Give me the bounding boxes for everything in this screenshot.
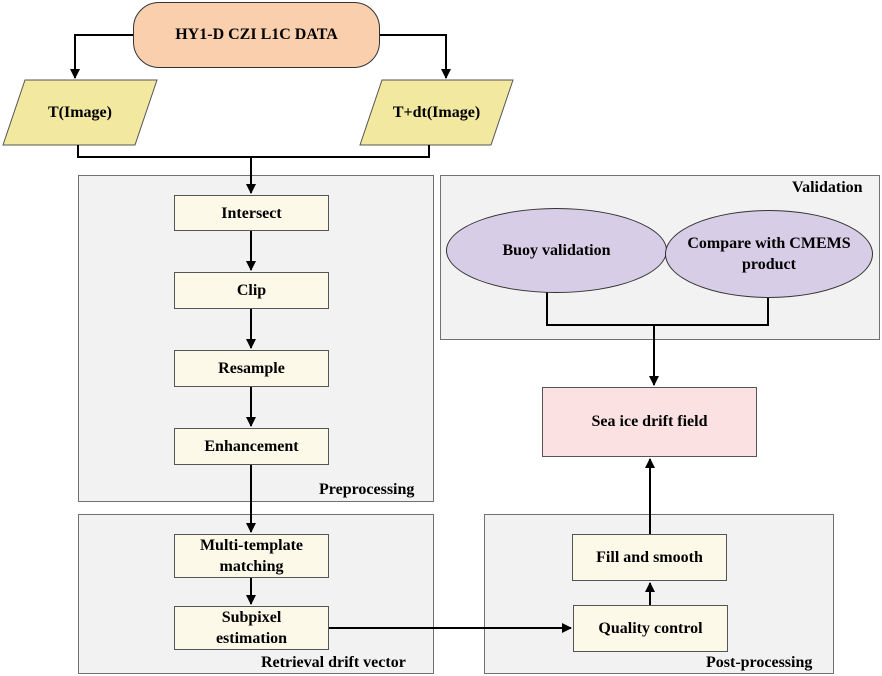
- step-subpixel-estimation: Subpixel estimation: [174, 606, 329, 650]
- step-subpixel-label: Subpixel estimation: [215, 609, 288, 647]
- step-clip: Clip: [174, 272, 329, 309]
- step-fill-and-smooth: Fill and smooth: [572, 534, 727, 581]
- step-resample-label: Resample: [218, 360, 285, 377]
- step-quality-control: Quality control: [573, 605, 728, 652]
- step-intersect: Intersect: [174, 195, 329, 231]
- step-resample: Resample: [174, 350, 329, 387]
- start-node-label: HY1-D CZI L1C DATA: [175, 26, 338, 43]
- postprocessing-title: Post-processing: [706, 654, 813, 671]
- input-right-shape: [359, 79, 514, 146]
- step-quality-label: Quality control: [598, 620, 703, 637]
- input-left-shape: [2, 79, 158, 146]
- preprocessing-title: Preprocessing: [319, 481, 415, 498]
- start-node: HY1-D CZI L1C DATA: [133, 2, 380, 68]
- step-multi-template-matching: Multi-template matching: [174, 534, 329, 578]
- buoy-validation-label: Buoy validation: [502, 242, 611, 259]
- step-fill-label: Fill and smooth: [596, 549, 703, 566]
- input-right-label: T+dt(Image): [392, 103, 481, 121]
- sea-ice-drift-field: Sea ice drift field: [542, 387, 757, 457]
- step-enhancement: Enhancement: [174, 428, 329, 465]
- validation-merge-line: [546, 292, 769, 326]
- result-label: Sea ice drift field: [591, 413, 708, 430]
- compare-cmems-label: Compare with CMEMS product: [687, 235, 851, 273]
- start-to-left-arrow: [70, 34, 136, 79]
- step-matching-label: Multi-template matching: [199, 537, 304, 575]
- retrieval-title: Retrieval drift vector: [261, 654, 406, 671]
- step-clip-label: Clip: [236, 282, 267, 299]
- inputs-merge-line: [77, 145, 430, 158]
- input-left-label: T(Image): [48, 103, 112, 121]
- buoy-validation: Buoy validation: [446, 208, 667, 293]
- step-enhancement-label: Enhancement: [204, 438, 299, 455]
- step-intersect-label: Intersect: [221, 204, 282, 222]
- compare-cmems: Compare with CMEMS product: [665, 210, 873, 298]
- validation-title: Validation: [792, 179, 863, 196]
- start-to-right-arrow: [378, 34, 451, 79]
